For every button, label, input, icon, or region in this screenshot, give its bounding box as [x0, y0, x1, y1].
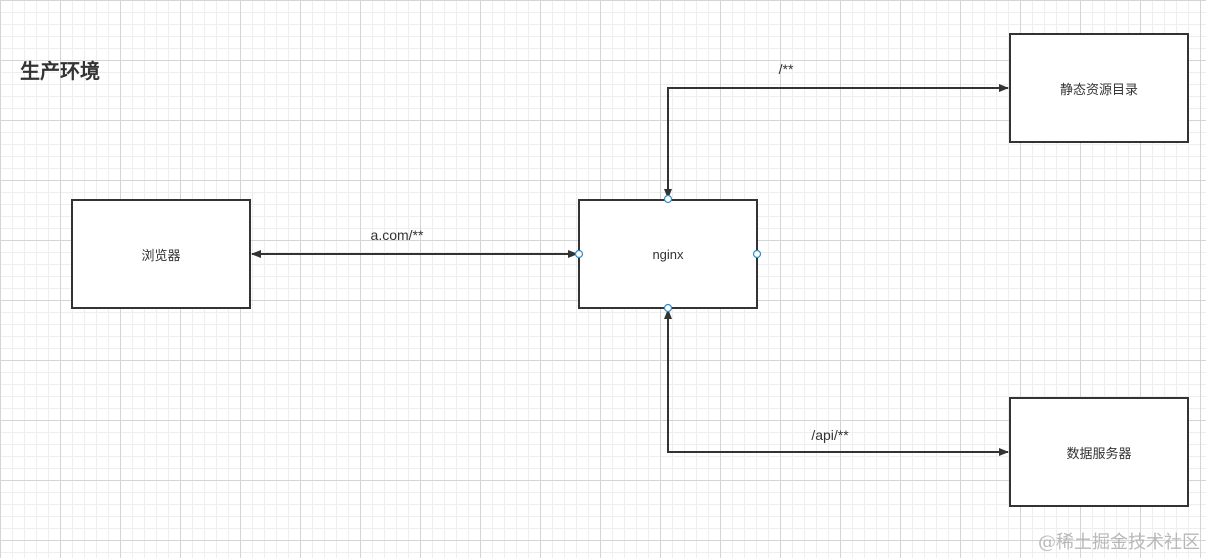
node-data-server[interactable]: 数据服务器	[1009, 397, 1189, 507]
edge-label-nginx-static: /**	[778, 61, 794, 77]
connector-nginx-static[interactable]	[664, 84, 1009, 199]
nginx-port-bottom[interactable]	[663, 303, 673, 313]
node-static-resources[interactable]: 静态资源目录	[1009, 33, 1189, 143]
edge-label-browser-nginx: a.com/**	[370, 227, 424, 243]
nginx-port-top[interactable]	[663, 194, 673, 204]
page-title: 生产环境	[20, 61, 100, 83]
nginx-port-left[interactable]	[574, 249, 584, 259]
nginx-port-right[interactable]	[752, 249, 762, 259]
edge-label-nginx-dataserver: /api/**	[811, 427, 849, 443]
node-browser[interactable]: 浏览器	[71, 199, 251, 309]
watermark: @稀土掘金技术社区	[1038, 532, 1200, 553]
connector-nginx-dataserver[interactable]	[664, 309, 1009, 456]
